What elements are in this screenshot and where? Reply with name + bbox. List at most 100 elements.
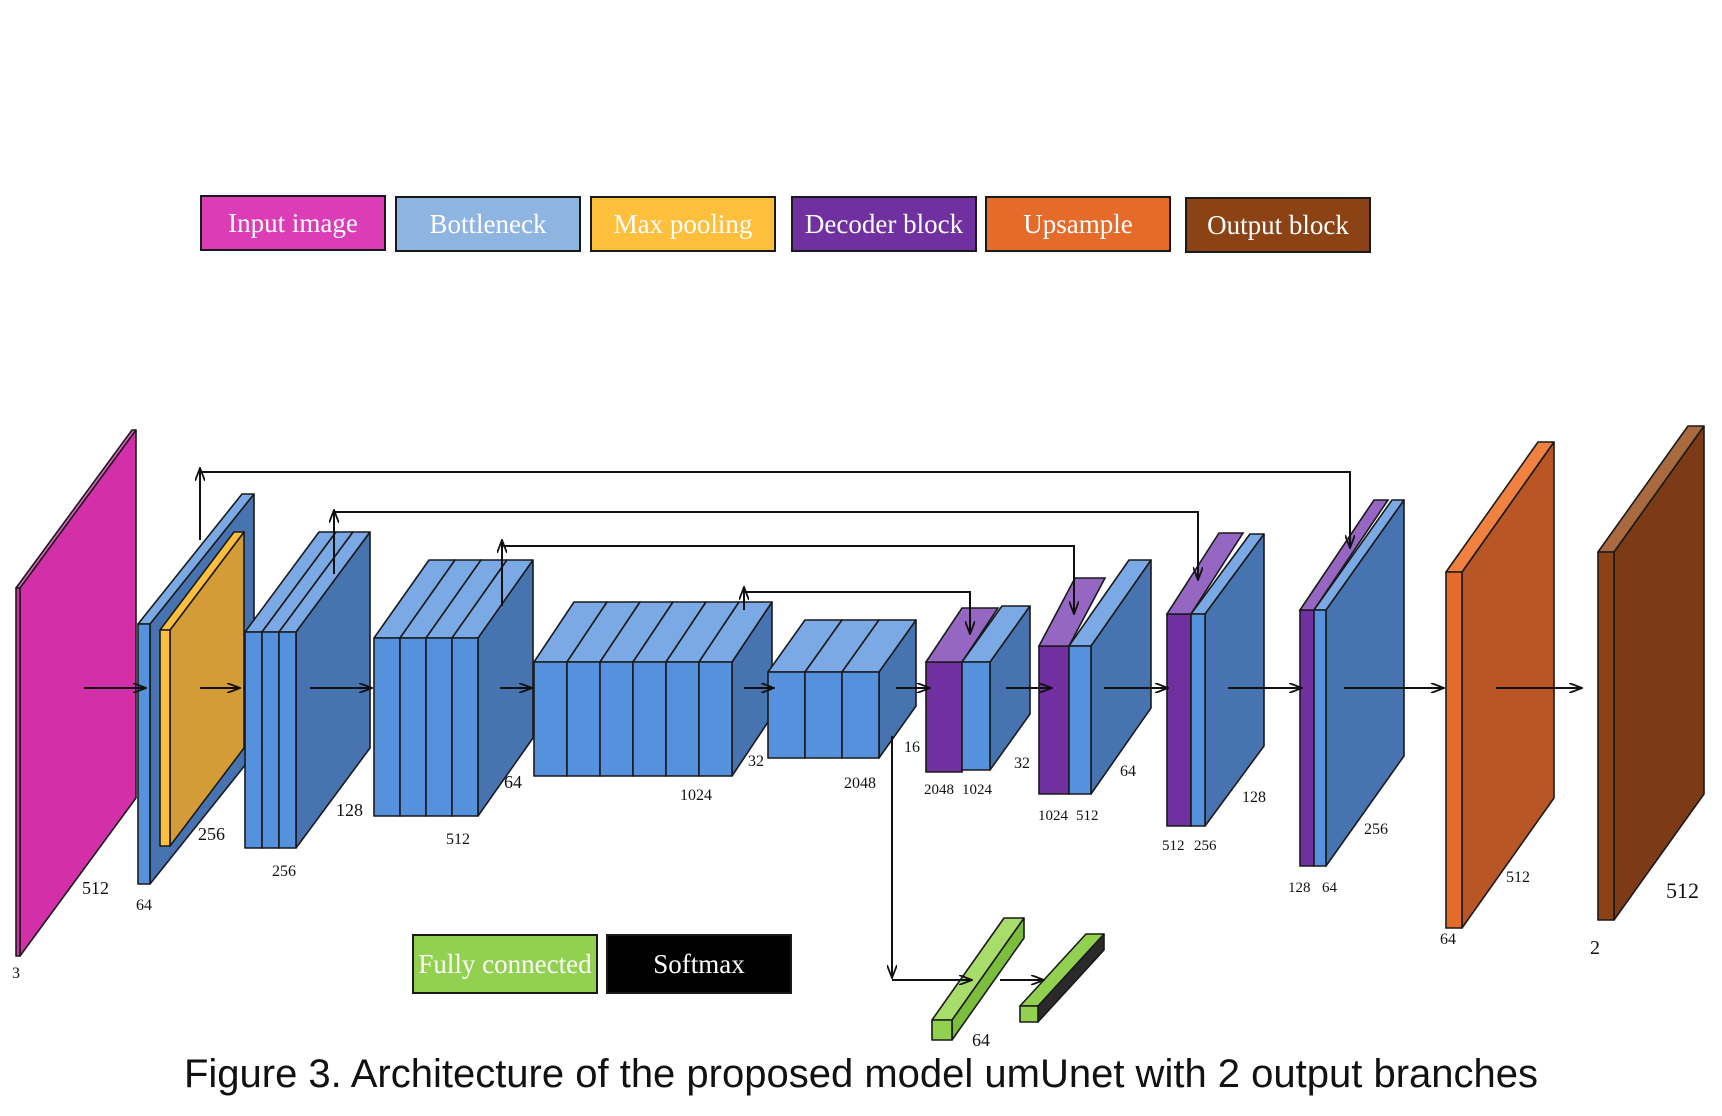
decoder-1-blue — [961, 605, 1031, 771]
label-enc2-size: 128 — [336, 800, 363, 820]
skip-1-across — [200, 471, 1350, 548]
encoder-block-4-slab-2-side — [632, 601, 674, 777]
encoder-block-2-slab-2-top — [278, 531, 371, 633]
decoder-1-blue-side — [989, 605, 1031, 771]
encoder-block-2-slab-2 — [278, 531, 371, 849]
encoder-block-1-side — [149, 493, 255, 885]
maxpool-block-top — [159, 531, 245, 631]
encoder-block-3-slab-3 — [451, 559, 534, 817]
encoder-block-2-slab-1-front — [261, 631, 280, 849]
label-dec4-channels-a: 128 — [1288, 880, 1311, 896]
bottleneck-block-slab-2-side — [878, 619, 917, 759]
label-bottleneck-size: 16 — [904, 739, 920, 756]
encoder-block-3-slab-0 — [373, 559, 456, 817]
label-fc-units: 64 — [972, 1030, 990, 1050]
encoder-block-4-slab-1-side — [599, 601, 641, 777]
encoder-block-4-slab-3 — [632, 601, 707, 777]
fully-connected-block-front — [931, 1019, 953, 1041]
encoder-block-2-slab-1 — [261, 531, 354, 849]
label-dec4-channels-b: 64 — [1322, 880, 1338, 896]
decoder-2-blue-top — [1068, 559, 1152, 647]
decoder-2-blue — [1068, 559, 1152, 795]
encoder-block-4-slab-1-front — [566, 661, 601, 777]
fully-connected-block — [931, 917, 1025, 1041]
encoder-block-4-slab-3-side — [665, 601, 707, 777]
encoder-block-2-slab-1-top — [261, 531, 354, 633]
softmax-block-front-front — [1019, 1005, 1039, 1023]
legend-bottleneck: Bottleneck — [395, 196, 581, 252]
bottleneck-block-slab-1-front — [804, 671, 843, 759]
label-enc2-channels: 256 — [272, 863, 296, 880]
input-image-block-top — [15, 429, 137, 589]
skip-3-across — [502, 545, 1074, 614]
bottleneck-block-slab-0 — [767, 619, 843, 759]
legend-decoder-block: Decoder block — [791, 196, 977, 252]
encoder-block-2-slab-2-side — [295, 531, 371, 849]
encoder-block-3-slab-0-front — [373, 637, 401, 817]
encoder-block-3-slab-1-front — [399, 637, 427, 817]
label-enc4-channels: 1024 — [680, 787, 712, 804]
softmax-block-front-top — [1019, 933, 1105, 1007]
upsample-block-front — [1445, 571, 1463, 929]
encoder-block-2-slab-0-side — [261, 531, 337, 849]
decoder-3-blue-side — [1204, 533, 1265, 827]
label-input-size: 512 — [82, 878, 109, 898]
maxpool-block — [159, 531, 245, 847]
label-dec4-size: 256 — [1364, 821, 1388, 838]
encoder-block-4-slab-4 — [665, 601, 740, 777]
bottleneck-block-slab-2 — [841, 619, 917, 759]
decoder-4-purple — [1299, 609, 1315, 867]
label-output-channels: 2 — [1590, 937, 1600, 959]
label-dec1-channels-a: 2048 — [924, 782, 954, 798]
softmax-block-front-side — [1037, 933, 1105, 1023]
maxpool-block-front — [159, 629, 171, 847]
decoder-1-purple-front — [925, 661, 963, 773]
bottleneck-block-slab-0-side — [804, 619, 843, 759]
bottleneck-block-slab-2-front — [841, 671, 880, 759]
decoder-3-blue-front — [1190, 613, 1206, 827]
decoder-3-blue — [1190, 533, 1265, 827]
decoder-1-blue-front — [961, 661, 991, 771]
label-dec2-size: 64 — [1120, 763, 1136, 780]
label-output-size: 512 — [1666, 878, 1699, 903]
encoder-block-4-slab-5-side — [731, 601, 773, 777]
encoder-block-3-slab-1-top — [399, 559, 482, 639]
encoder-block-4-slab-1-top — [566, 601, 641, 663]
bottleneck-block-slab-1 — [804, 619, 880, 759]
upsample-block — [1445, 441, 1555, 929]
encoder-block-3-slab-1 — [399, 559, 482, 817]
encoder-block-3-slab-0-top — [373, 559, 456, 639]
encoder-block-1-front — [137, 623, 151, 885]
skip-4-across — [744, 591, 970, 634]
encoder-block-4-slab-0-front — [533, 661, 568, 777]
input-image-block — [15, 429, 137, 957]
bottleneck-block-slab-0-front — [767, 671, 806, 759]
encoder-block-4-slab-2-front — [599, 661, 634, 777]
label-upsample-channels: 64 — [1440, 931, 1456, 948]
encoder-block-4-slab-2 — [599, 601, 674, 777]
label-enc1-channels: 64 — [136, 897, 152, 914]
encoder-block-3-slab-3-side — [477, 559, 534, 817]
encoder-block-4-slab-4-side — [698, 601, 740, 777]
label-enc3-channels: 512 — [446, 831, 470, 848]
decoder-4-blue — [1313, 499, 1405, 867]
decoder-3-purple-front — [1166, 613, 1192, 827]
decoder-3-purple — [1166, 613, 1192, 827]
encoder-block-1 — [137, 493, 255, 885]
label-bottleneck-channels: 2048 — [844, 775, 876, 792]
label-enc3-size: 64 — [504, 772, 522, 792]
label-dec3-channels-b: 256 — [1194, 838, 1217, 854]
encoder-block-2-slab-0-top — [244, 531, 337, 633]
legend-upsample: Upsample — [985, 196, 1171, 252]
encoder-block-2-slab-0-front — [244, 631, 263, 849]
decoder-3-blue-top — [1190, 533, 1265, 615]
fully-connected-block-side — [951, 917, 1025, 1041]
decoder-4-purple-front — [1299, 609, 1315, 867]
label-input-channels: 3 — [12, 965, 20, 982]
label-dec1-channels-b: 1024 — [962, 782, 993, 798]
decoder-1-purple — [925, 661, 963, 773]
decoder-2-blue-front — [1068, 645, 1092, 795]
encoder-block-4-slab-0-top — [533, 601, 608, 663]
decoder-2-purple-top — [1037, 577, 1107, 647]
